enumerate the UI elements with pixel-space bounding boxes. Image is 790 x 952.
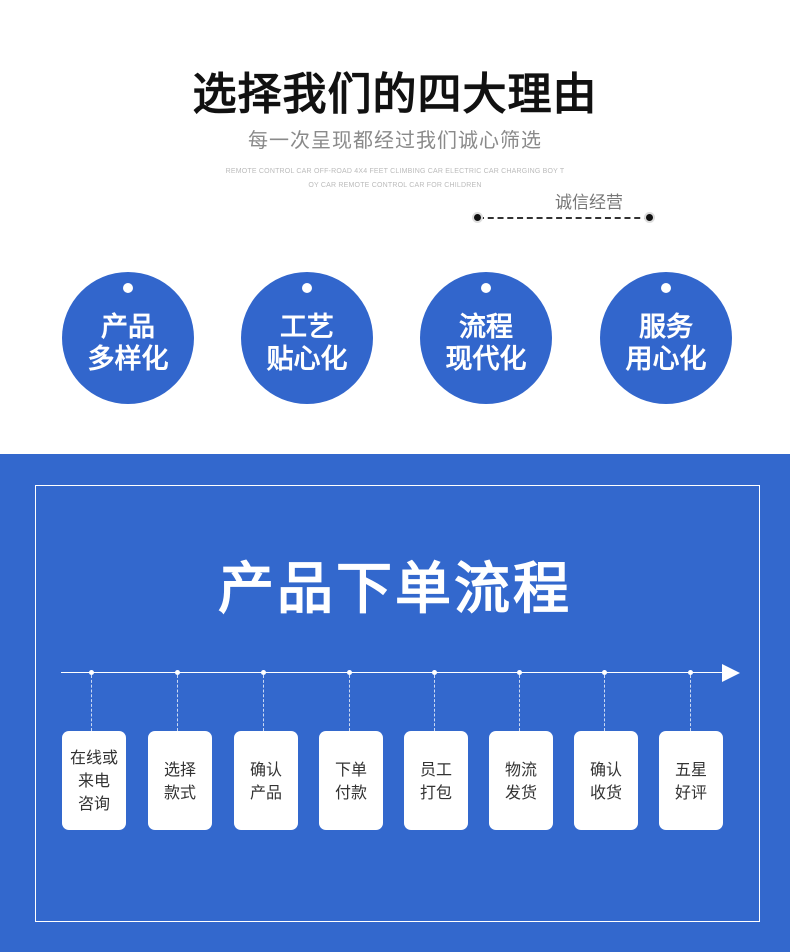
- timeline-connector: [91, 675, 92, 731]
- reason-label-line2: 现代化: [445, 344, 527, 375]
- step-label-line1: 确认: [589, 759, 622, 779]
- step-label-line2: 发货: [504, 782, 537, 802]
- step-label-line1: 物流: [504, 759, 537, 779]
- timeline-dot: [432, 670, 437, 675]
- section-title: 选择我们的四大理由: [192, 69, 598, 120]
- timeline-axis: [61, 672, 726, 673]
- english-caption-line-1: REMOTE CONTROL CAR OFF-ROAD 4X4 FEET CLI…: [225, 168, 565, 175]
- badge-hole-icon: [481, 283, 491, 293]
- badge-hole-icon: [123, 283, 133, 293]
- step-label-line1: 在线或: [69, 748, 118, 767]
- timeline-dot: [347, 670, 352, 675]
- timeline-dot: [517, 670, 522, 675]
- reason-badge-process: 流程 现代化: [420, 272, 552, 404]
- timeline-connector: [604, 675, 605, 731]
- flow-step-ship: 物流 发货: [489, 731, 553, 830]
- step-label-line2: 打包: [419, 782, 452, 802]
- reasons-section: 选择我们的四大理由 每一次呈现都经过我们诚心筛选 REMOTE CONTROL …: [0, 0, 790, 454]
- reason-badge-craft: 工艺 贴心化: [241, 272, 373, 404]
- timeline-dot: [89, 670, 94, 675]
- timeline-connector: [690, 675, 691, 731]
- reason-label-line2: 用心化: [625, 344, 707, 375]
- step-label-line2: 付款: [334, 782, 367, 802]
- step-label-line1: 五星: [674, 759, 707, 779]
- step-label-line2: 产品: [249, 782, 282, 802]
- step-label-line2: 收货: [589, 782, 622, 802]
- flow-step-pay: 下单 付款: [319, 731, 383, 830]
- step-label-line1: 员工: [419, 759, 452, 779]
- flow-step-confirm-product: 确认 产品: [234, 731, 298, 830]
- reason-label-line1: 服务: [639, 312, 693, 343]
- order-flow-section: 产品下单流程 在线或 来电 咨询 选择 款式 确认 产品 下单: [0, 454, 790, 952]
- timeline-dot: [175, 670, 180, 675]
- step-label-line3: 咨询: [77, 794, 110, 813]
- reason-label-line2: 贴心化: [266, 344, 348, 375]
- step-label-line2: 来电: [77, 771, 110, 790]
- flow-frame: [35, 485, 760, 922]
- timeline-connector: [519, 675, 520, 731]
- timeline-connector: [434, 675, 435, 731]
- timeline-dot: [688, 670, 693, 675]
- timeline-connector: [177, 675, 178, 731]
- flow-step-choose-style: 选择 款式: [148, 731, 212, 830]
- flow-title: 产品下单流程: [218, 557, 572, 622]
- step-label-line1: 下单: [334, 759, 367, 779]
- timeline-connector: [263, 675, 264, 731]
- decorative-dot-right: [644, 212, 655, 223]
- decorative-dashed-line: [478, 217, 650, 219]
- slogan-text: 诚信经营: [555, 193, 623, 213]
- reason-label-line1: 工艺: [280, 312, 334, 343]
- flow-step-consult: 在线或 来电 咨询: [62, 731, 126, 830]
- arrow-right-icon: [722, 664, 740, 682]
- reason-badge-variety: 产品 多样化: [62, 272, 194, 404]
- badge-hole-icon: [661, 283, 671, 293]
- flow-step-review: 五星 好评: [659, 731, 723, 830]
- step-label-line1: 选择: [163, 759, 196, 779]
- flow-step-pack: 员工 打包: [404, 731, 468, 830]
- reason-label-line1: 流程: [459, 312, 513, 343]
- step-label-line2: 款式: [163, 782, 196, 802]
- flow-step-receive: 确认 收货: [574, 731, 638, 830]
- step-label-line1: 确认: [249, 759, 282, 779]
- decorative-dot-left: [472, 212, 483, 223]
- step-label-line2: 好评: [674, 782, 707, 802]
- timeline-dot: [261, 670, 266, 675]
- english-caption-line-2: OY CAR REMOTE CONTROL CAR FOR CHILDREN: [308, 182, 482, 189]
- section-subtitle: 每一次呈现都经过我们诚心筛选: [248, 128, 542, 152]
- reason-label-line1: 产品: [101, 312, 155, 343]
- timeline-connector: [349, 675, 350, 731]
- reason-label-line2: 多样化: [87, 344, 169, 375]
- timeline-dot: [602, 670, 607, 675]
- badge-hole-icon: [302, 283, 312, 293]
- reason-badge-service: 服务 用心化: [600, 272, 732, 404]
